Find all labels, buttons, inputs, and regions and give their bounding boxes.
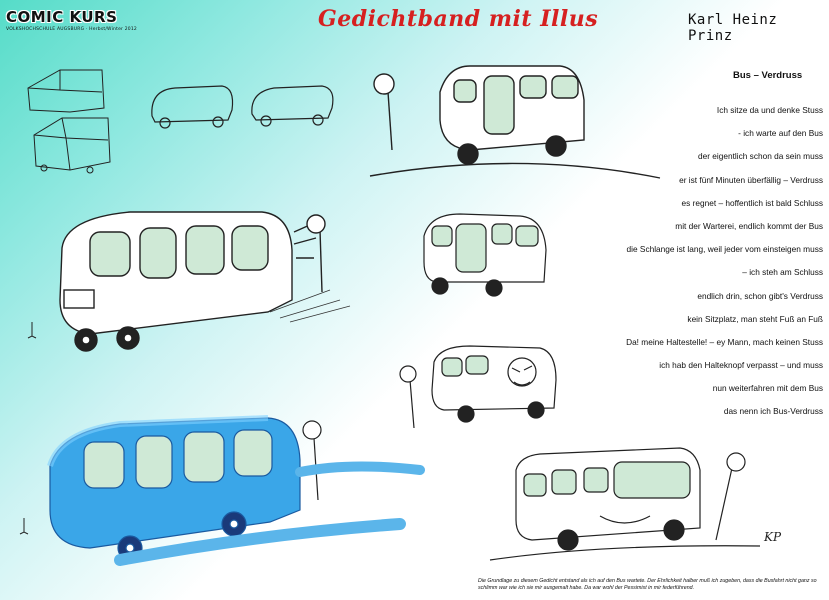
poem-text: Ich sitze da und denke Stuss - ich warte… <box>563 105 823 430</box>
artist-signature: KP <box>764 530 782 544</box>
bus-drawing-interior <box>489 447 761 561</box>
poem-title: Bus – Verdruss <box>733 70 803 81</box>
bus-drawing-angry <box>399 345 557 429</box>
poem-line: – ich steh am Schluss <box>742 267 823 278</box>
sketch-bus-side-2 <box>251 85 334 127</box>
poem-line: ich hab den Halteknopf verpasst – und mu… <box>659 360 823 371</box>
poem-line: die Schlange ist lang, weil jeder vom ei… <box>626 244 823 255</box>
bus-drawing-blue <box>47 415 322 561</box>
pedestrian-small-2 <box>19 518 29 535</box>
blue-road-stroke-1 <box>295 461 425 477</box>
comic-kurs-logo: COMIC KURS VOLKSHOCHSCHULE AUGSBURG · He… <box>6 8 137 32</box>
logo-title: COMIC KURS <box>6 8 118 26</box>
poem-line: es regnet – hoffentlich ist bald Schluss <box>681 197 823 208</box>
poem-line: endlich drin, schon gibt's Verdruss <box>697 290 823 301</box>
poem-line: der eigentlich schon da sein muss <box>698 151 823 162</box>
poem-line: das nenn ich Bus-Verdruss <box>723 406 823 417</box>
sketch-box-2 <box>33 117 111 174</box>
poem-line: kein Sitzplatz, man steht Fuß an Fuß <box>687 313 823 324</box>
page-title: Gedichtband mit Illus <box>318 6 599 32</box>
logo-subtitle: VOLKSHOCHSCHULE AUGSBURG · Herbst/Winter… <box>6 27 137 32</box>
sketch-box-1 <box>27 69 105 113</box>
footnote: Die Grundlage zu diesem Gedicht entstand… <box>478 578 817 591</box>
speed-lines-1 <box>269 289 351 323</box>
bus-drawing-middle <box>423 213 547 297</box>
author-name: Karl Heinz Prinz <box>688 12 778 44</box>
blue-road-stroke-2 <box>114 518 406 566</box>
poem-line: Da! meine Haltestelle! – ey Mann, mach k… <box>626 336 823 347</box>
bus-drawing-top <box>369 65 661 179</box>
poem-line: er ist fünf Minuten überfällig – Verdrus… <box>679 174 823 185</box>
poem-line: - ich warte auf den Bus <box>738 128 823 139</box>
poem-line: mit der Warterei, endlich kommt der Bus <box>675 220 823 231</box>
sketch-bus-side-1 <box>151 85 234 129</box>
bus-drawing-white <box>59 211 326 352</box>
poem-line: nun weiterfahren mit dem Bus <box>712 383 823 394</box>
poem-line: Ich sitze da und denke Stuss <box>716 105 823 115</box>
pedestrian-small-1 <box>27 322 37 339</box>
